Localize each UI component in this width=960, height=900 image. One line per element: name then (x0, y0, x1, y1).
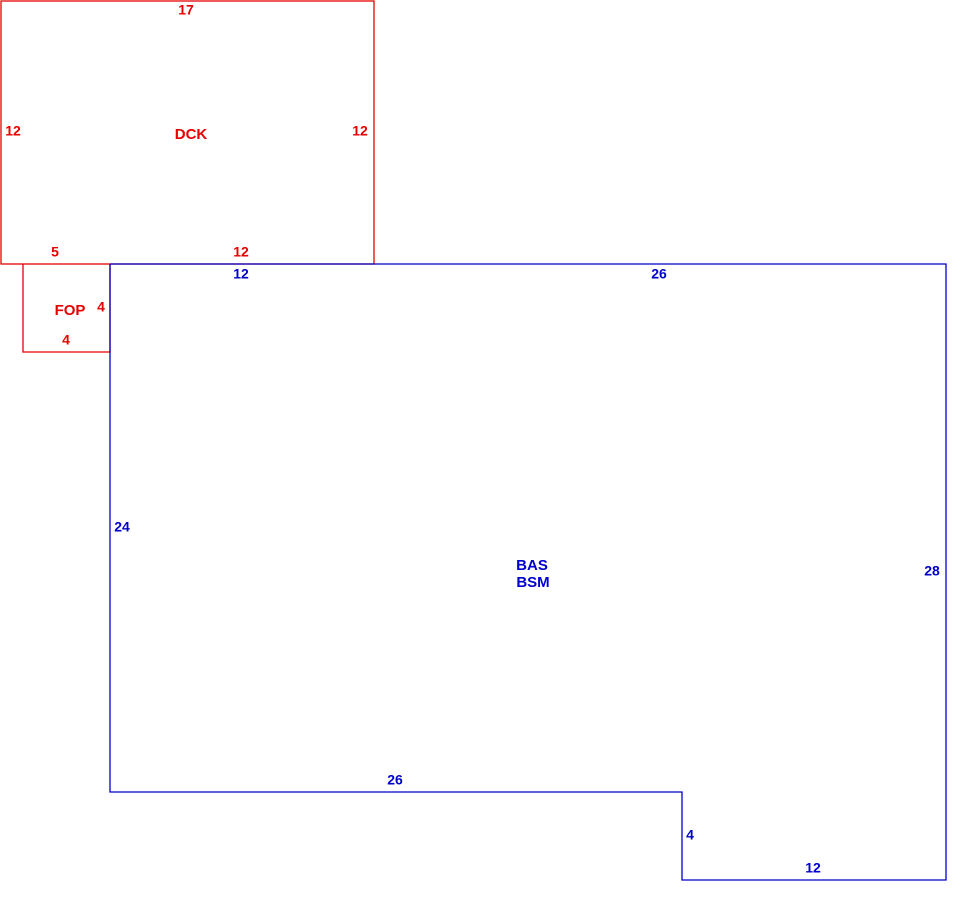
dck-dim-bottom-b: 12 (233, 244, 249, 260)
bas-area-code: BAS (516, 557, 548, 574)
bas-outline (109, 263, 947, 881)
dck-dim-bottom-a: 5 (51, 244, 59, 260)
bas-dim-bottom-right: 12 (805, 860, 821, 876)
dck-dim-right: 12 (352, 123, 368, 139)
bas-dim-right: 28 (924, 563, 940, 579)
dck-dim-top: 17 (178, 2, 194, 18)
fop-area-code: FOP (55, 302, 86, 319)
bsm-area-code: BSM (516, 574, 549, 591)
bas-dim-bottom: 26 (387, 772, 403, 788)
dck-area-code: DCK (175, 126, 208, 143)
bas-dim-left: 24 (114, 519, 130, 535)
bas-dim-top-b: 26 (651, 266, 667, 282)
dck-dim-left: 12 (5, 123, 21, 139)
bas-dim-step: 4 (686, 827, 694, 843)
fop-dim-bottom: 4 (62, 332, 70, 348)
fop-dim-right: 4 (97, 299, 105, 315)
bas-dim-top-a: 12 (233, 266, 249, 282)
